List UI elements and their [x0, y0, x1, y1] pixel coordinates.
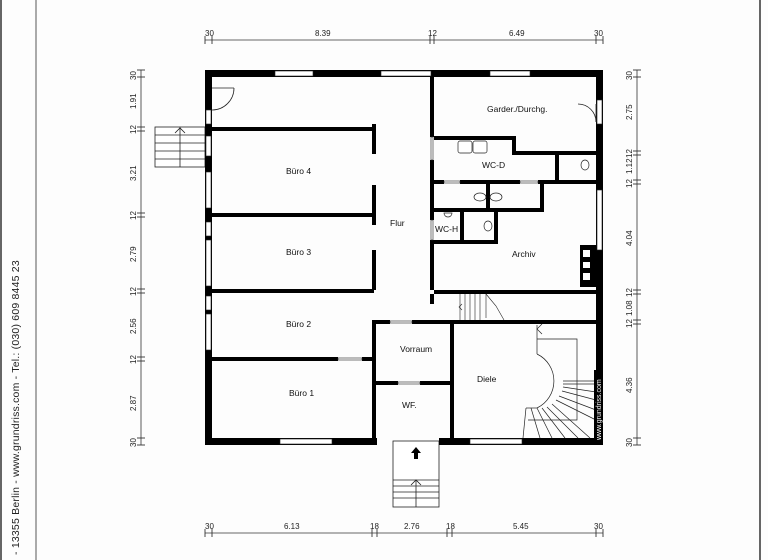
dim-bottom-0: 30	[205, 522, 214, 531]
dim-top-3: 6.49	[509, 29, 525, 38]
outer-walls	[205, 70, 603, 445]
dim-right-3: 1.12	[625, 158, 634, 174]
interior-openings	[337, 136, 539, 385]
dim-right-6: 12	[625, 288, 634, 297]
dimension-right	[633, 69, 641, 446]
dim-right-1: 2.75	[625, 104, 634, 120]
stairs-left-exterior	[154, 126, 206, 168]
dim-left-4: 12	[129, 211, 138, 220]
dim-left-9: 2.87	[129, 395, 138, 411]
spiral-stairs	[522, 323, 597, 439]
archive-shelf	[583, 250, 590, 280]
windows	[205, 70, 603, 445]
dim-right-9: 4.36	[625, 377, 634, 393]
dim-bottom-4: 18	[446, 522, 455, 531]
dim-right-8: 12	[625, 319, 634, 328]
dim-top-2: 12	[428, 29, 437, 38]
room-label-buero4: Büro 4	[286, 166, 311, 176]
dim-left-0: 30	[129, 71, 138, 80]
room-label-archiv: Archiv	[512, 249, 536, 259]
dim-left-6: 12	[129, 287, 138, 296]
dim-right-2: 12	[625, 149, 634, 158]
dim-top-0: 30	[205, 29, 214, 38]
sanitary-fixtures	[443, 140, 590, 232]
dim-left-7: 2.56	[129, 318, 138, 334]
stairs-basement	[458, 293, 505, 321]
page-border-inner	[35, 0, 37, 560]
dim-right-4: 12	[625, 179, 634, 188]
room-label-diele: Diele	[477, 374, 497, 384]
room-label-wf: WF.	[402, 400, 417, 410]
dim-left-1: 1.91	[129, 93, 138, 109]
dim-bottom-3: 2.76	[404, 522, 420, 531]
watermark: www.grundriss.com	[596, 379, 603, 441]
dim-right-7: 1.08	[625, 300, 634, 316]
dim-left-8: 12	[129, 355, 138, 364]
page-border-right	[759, 0, 761, 560]
dim-bottom-6: 30	[594, 522, 603, 531]
room-label-vorraum: Vorraum	[400, 344, 432, 354]
room-label-wcd: WC-D	[482, 160, 505, 170]
dim-left-2: 12	[129, 125, 138, 134]
dim-bottom-5: 5.45	[513, 522, 529, 531]
dim-left-10: 30	[129, 438, 138, 447]
dim-left-5: 2.79	[129, 246, 138, 262]
dimension-left	[137, 69, 145, 446]
dimension-bottom	[204, 529, 604, 537]
dim-top-1: 8.39	[315, 29, 331, 38]
dim-right-10: 30	[625, 438, 634, 447]
room-labels: Büro 4 Büro 3 Büro 2 Büro 1 Flur Garder.…	[286, 104, 547, 410]
dim-right-5: 4.04	[625, 230, 634, 246]
page-border-left	[0, 0, 2, 560]
doors	[211, 87, 597, 123]
dim-top-4: 30	[594, 29, 603, 38]
room-label-buero2: Büro 2	[286, 319, 311, 329]
dim-right-0: 30	[625, 71, 634, 80]
room-label-wch: WC-H	[435, 224, 458, 234]
dim-bottom-2: 18	[370, 522, 379, 531]
interior-walls	[212, 77, 596, 445]
room-label-buero1: Büro 1	[289, 388, 314, 398]
room-label-garderobe: Garder./Durchg.	[487, 104, 547, 114]
dim-bottom-1: 6.13	[284, 522, 300, 531]
room-label-flur: Flur	[390, 218, 405, 228]
entrance-arrow-icon	[411, 447, 421, 459]
room-label-buero3: Büro 3	[286, 247, 311, 257]
dim-left-3: 3.21	[129, 165, 138, 181]
dimension-top	[204, 36, 604, 44]
